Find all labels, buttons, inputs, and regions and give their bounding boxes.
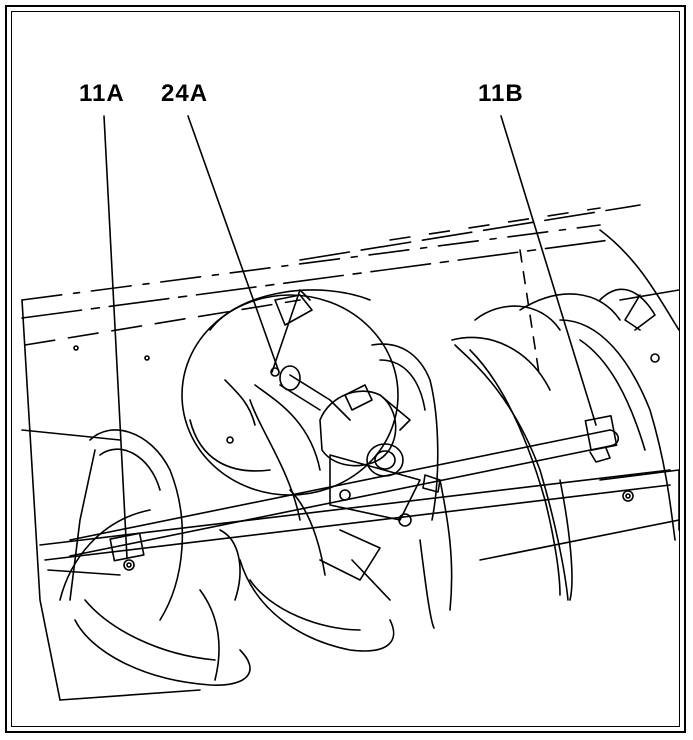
callout-11a: 11A	[79, 80, 125, 107]
auger-shaft	[69, 429, 620, 571]
auger-center-right	[371, 293, 621, 629]
auger-center-left	[239, 384, 395, 652]
callout-11b: 11B	[478, 80, 524, 107]
bearing-11b	[584, 414, 618, 463]
housing-panel	[21, 204, 679, 701]
auger-left	[59, 429, 251, 686]
auger-right	[559, 288, 676, 601]
callout-leaders	[103, 115, 597, 559]
callout-24a: 24A	[161, 80, 208, 107]
outer-border	[5, 5, 686, 733]
gearbox	[270, 289, 441, 527]
housing-bottom	[39, 353, 679, 701]
inner-border	[11, 11, 680, 727]
